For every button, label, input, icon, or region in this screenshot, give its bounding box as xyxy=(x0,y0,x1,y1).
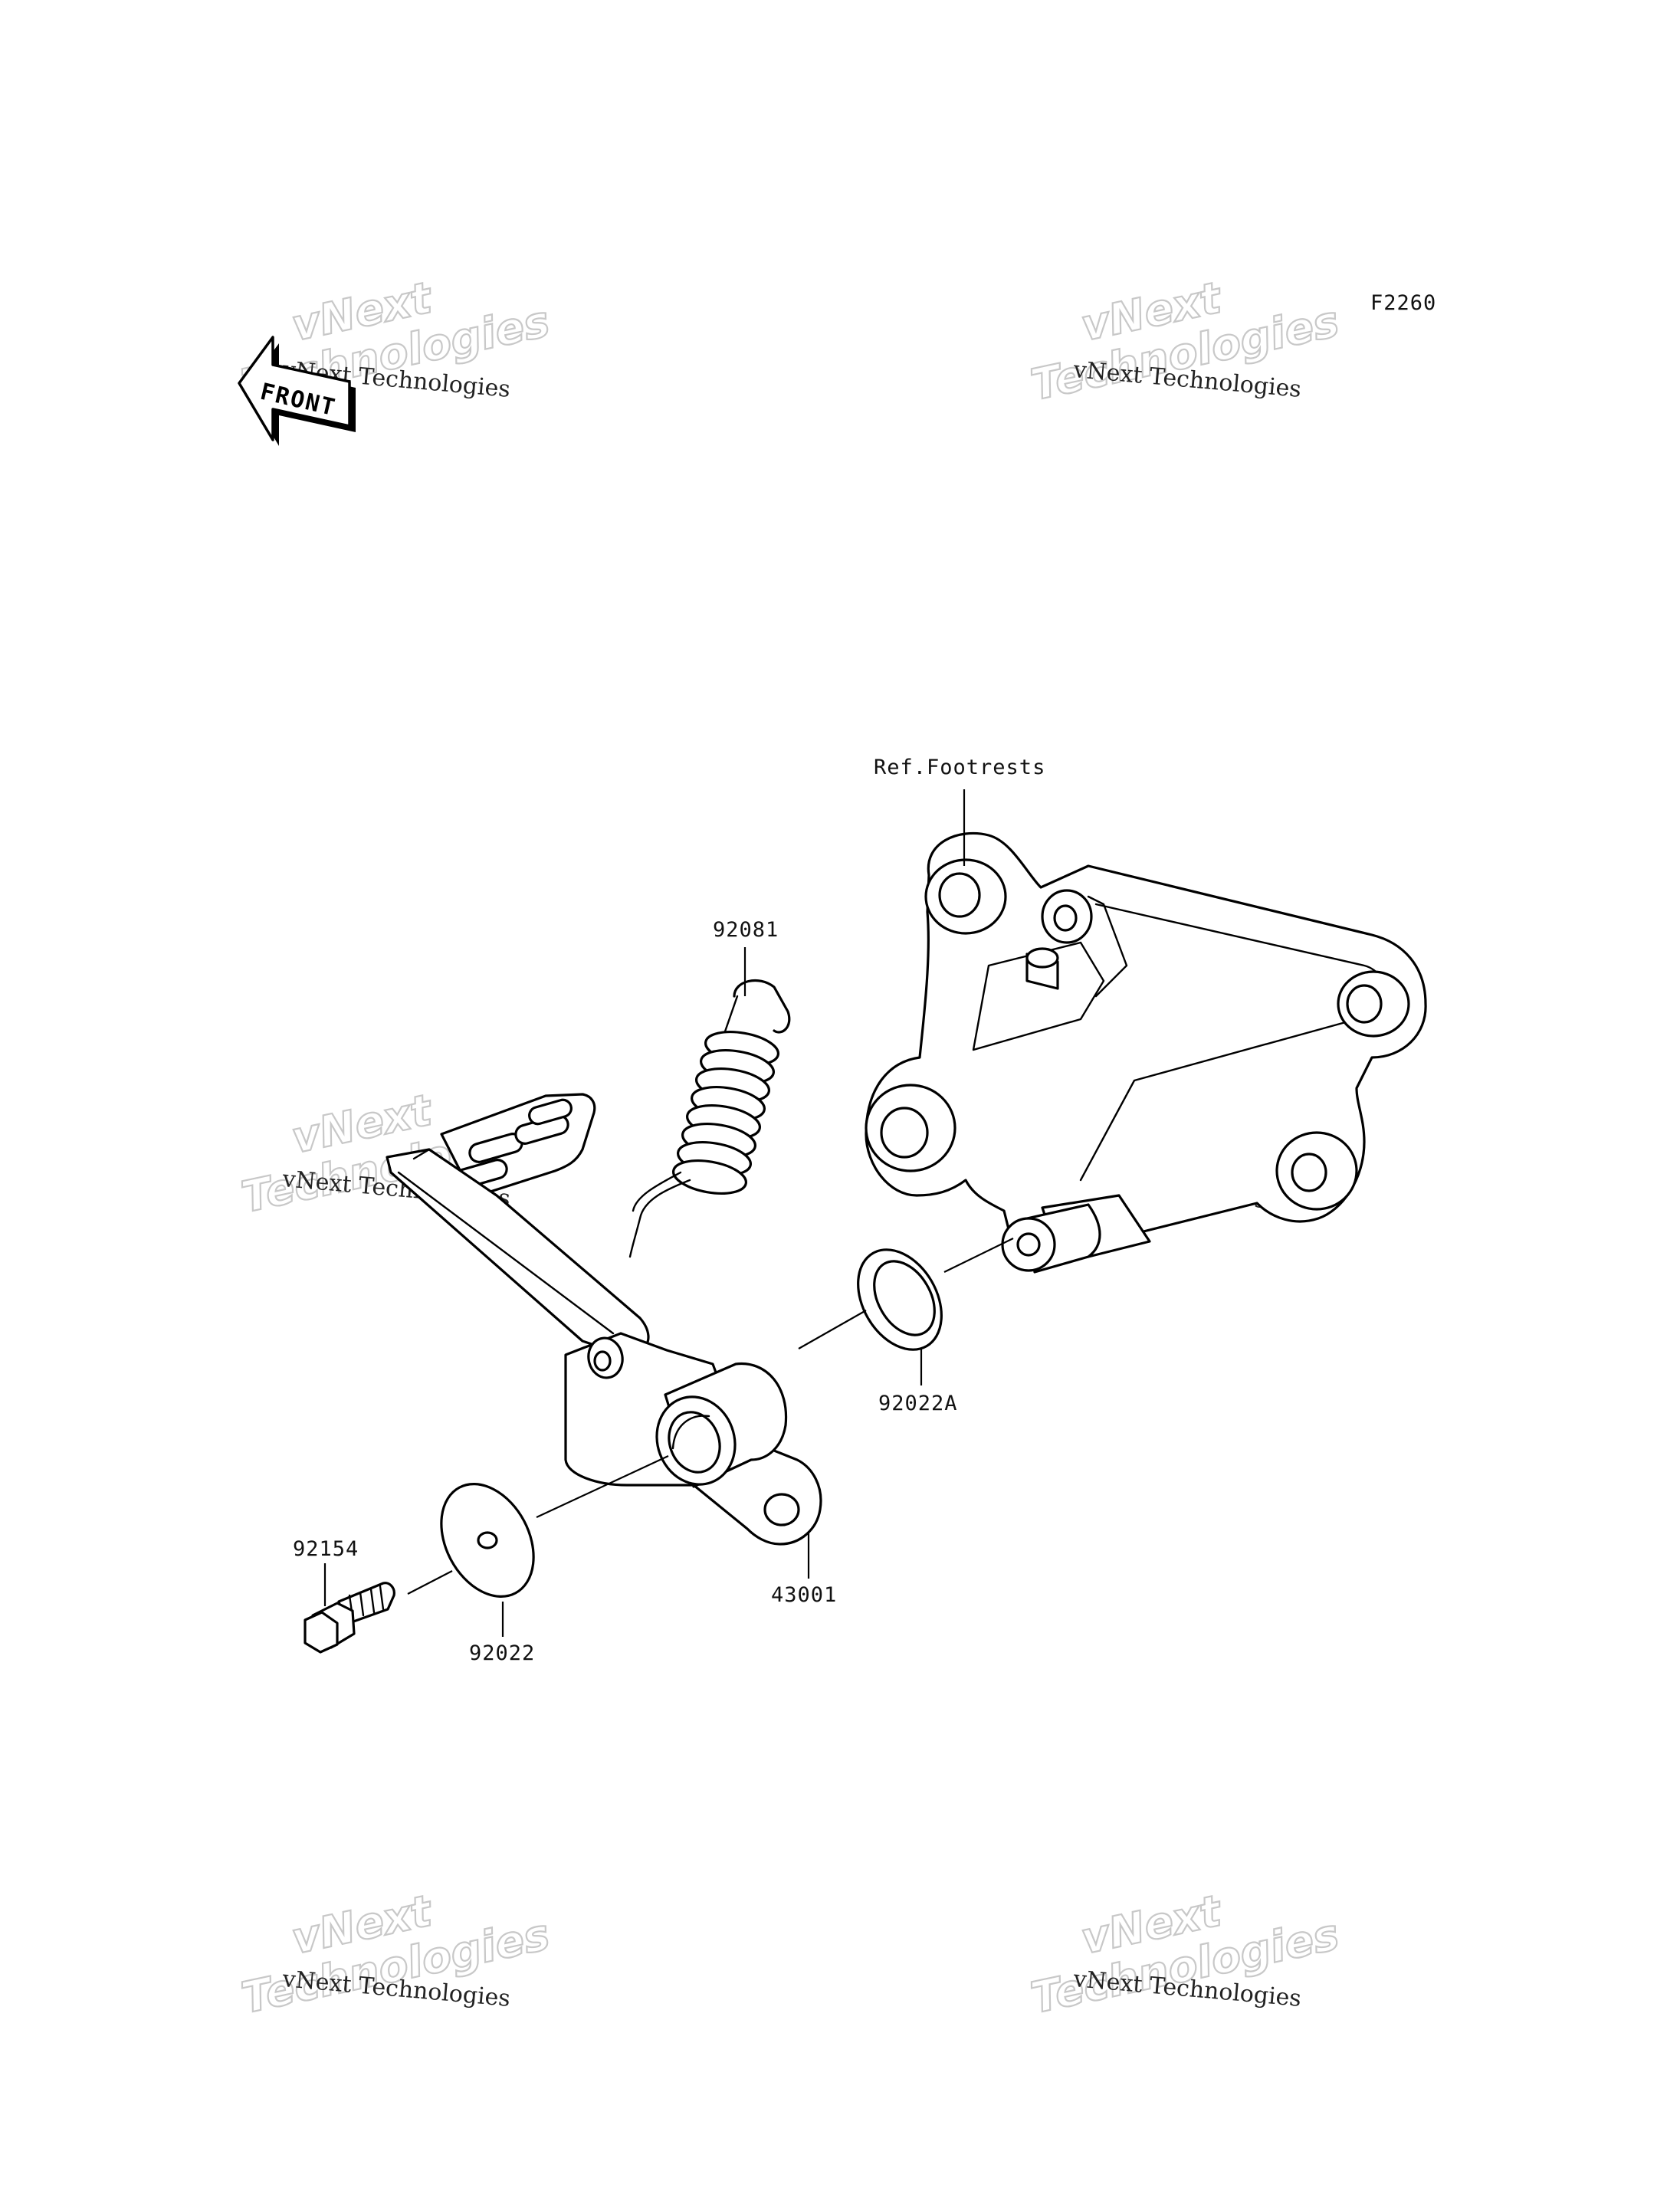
washer-92022 xyxy=(440,1483,535,1598)
watermark-bottom-right: vNext Technologies vNext Technologies xyxy=(1026,1885,1344,2025)
brake-pedal xyxy=(386,1093,822,1546)
part-label-bushing-a: 92022A xyxy=(878,1392,958,1415)
part-label-bolt: 92154 xyxy=(293,1537,359,1561)
part-label-spring: 92081 xyxy=(713,918,779,942)
washer-92022a xyxy=(857,1248,943,1351)
leader-lines xyxy=(323,789,1014,1637)
spring-coils xyxy=(672,1031,779,1195)
return-spring xyxy=(628,979,791,1258)
bolt-92154 xyxy=(304,1582,395,1654)
watermark-bottom-left: vNext Technologies vNext Technologies xyxy=(237,1885,555,2025)
front-arrow-icon: FRONT xyxy=(238,336,356,446)
footrest-bracket xyxy=(865,831,1427,1274)
reference-label: Ref.Footrests xyxy=(874,756,1045,779)
part-label-washer: 92022 xyxy=(469,1641,535,1665)
figure-code: F2260 xyxy=(1370,291,1436,315)
part-label-brake-pedal: 43001 xyxy=(771,1583,837,1607)
watermark-top-right: vNext Technologies vNext Technologies xyxy=(1026,272,1344,412)
